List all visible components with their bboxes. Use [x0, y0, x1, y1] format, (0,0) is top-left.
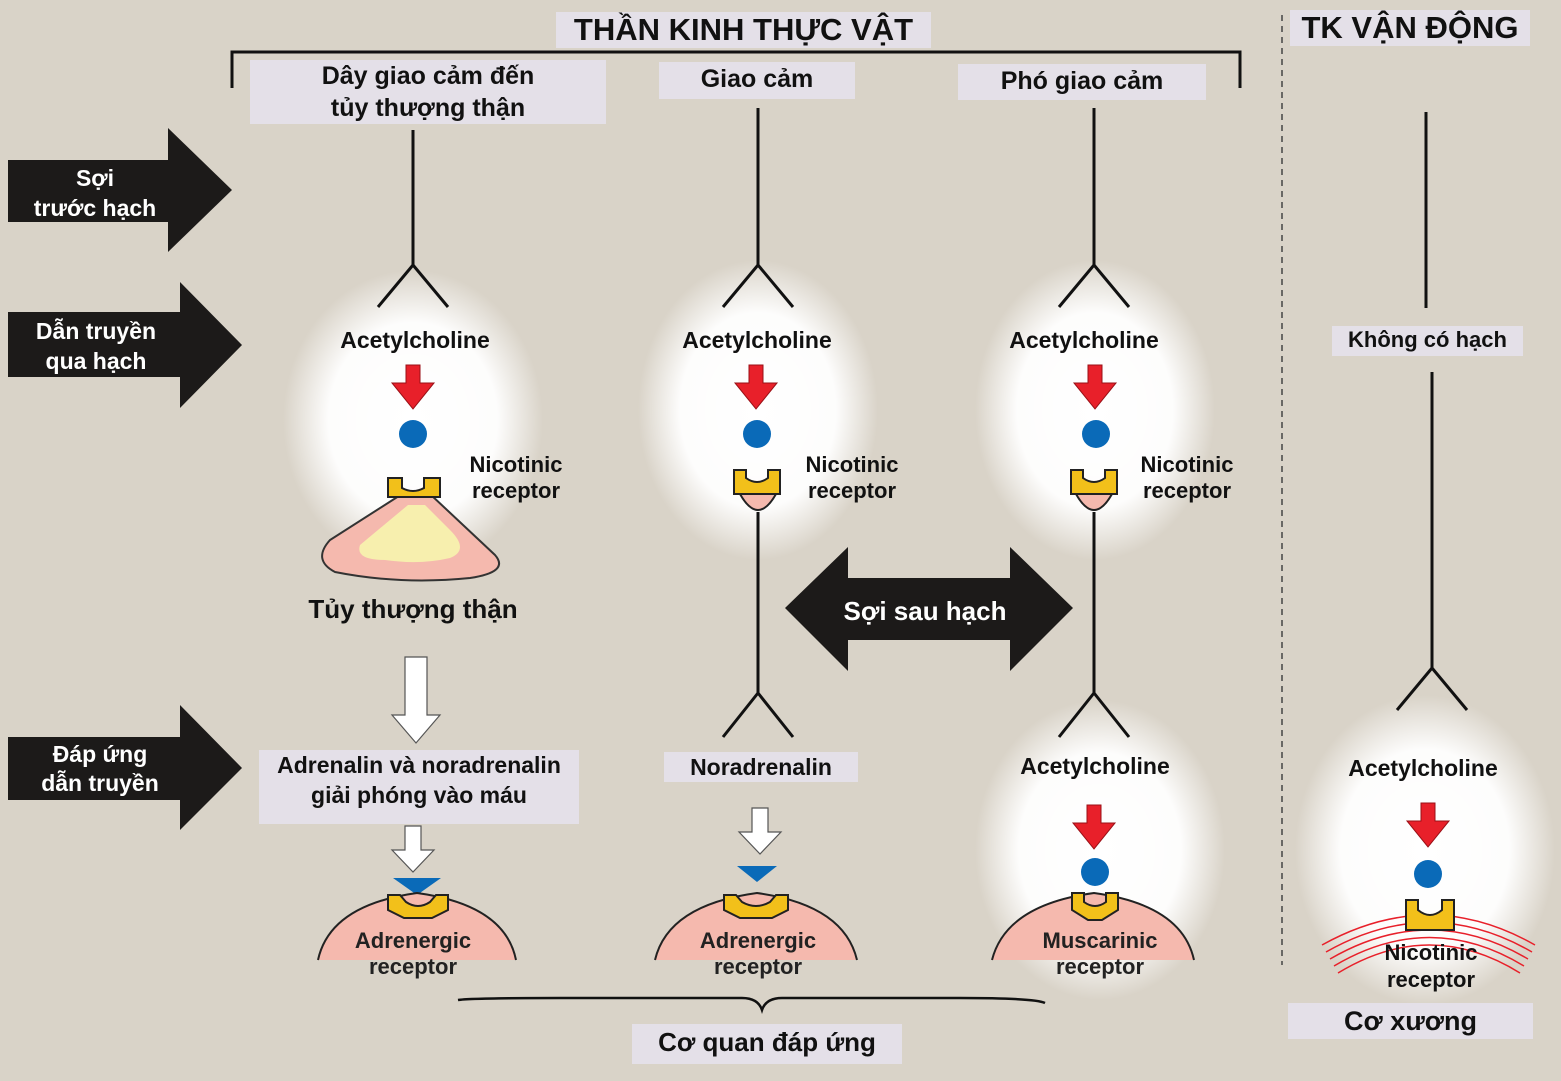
effector-tissue-muscarinic [991, 891, 1195, 961]
arrow-effector [8, 705, 242, 830]
effector-brace [457, 996, 1046, 1014]
row-label-postganglionic: Sợi sau hạch [843, 596, 1007, 626]
row-label-preganglionic: Sợi trước hạch [33, 165, 157, 221]
label-acetylcholine-effector: Acetylcholine [1020, 753, 1170, 779]
label-acetylcholine-sympathetic: Acetylcholine [682, 327, 832, 353]
label-acetylcholine-adrenal: Acetylcholine [340, 327, 490, 353]
label-no-ganglion: Không có hạch [1332, 326, 1523, 356]
arrow-preganglionic [8, 128, 232, 252]
label-skeletal-muscle: Cơ xương [1288, 1003, 1533, 1039]
label-adrenal-medulla: Tủy thượng thận [308, 594, 518, 624]
motor-title: TK VẬN ĐỘNG [1290, 10, 1530, 46]
label-nicotinic-sympathetic: Nicotinic receptor [805, 452, 899, 503]
glow-parasympathetic [975, 260, 1215, 560]
arrow-ganglionic [8, 282, 242, 408]
neuron-sympathetic [721, 108, 795, 738]
row-arrows [8, 128, 1073, 830]
autonomic-bracket [230, 50, 1242, 88]
neuron-adrenal [376, 130, 450, 308]
label-nicotinic-motor: Nicotinic receptor [1384, 940, 1478, 992]
column-sympathetic-title: Giao cảm [659, 62, 855, 99]
nicotinic-receptor-motor [1405, 899, 1455, 931]
row-label-effector: Đáp ứng dẫn truyền [41, 741, 159, 796]
label-adrenergic-2: Adrenergic receptor [699, 928, 817, 979]
label-nicotinic-adrenal: Nicotinic receptor [469, 452, 563, 503]
label-muscarinic: Muscarinic receptor [1042, 928, 1158, 979]
effector-tissue-adrenergic-2 [654, 891, 858, 961]
neuron-motor [1395, 112, 1469, 711]
catecholamine-molecules [393, 866, 777, 895]
label-nicotinic-parasympathetic: Nicotinic receptor [1140, 452, 1234, 503]
glow-sympathetic [638, 260, 878, 560]
autonomic-title: THẦN KINH THỰC VẬT [556, 12, 931, 48]
label-noradrenalin: Noradrenalin [664, 752, 858, 782]
label-acetylcholine-motor: Acetylcholine [1348, 755, 1498, 781]
adrenal-medulla-gland [321, 477, 501, 582]
column-adrenal-title: Dây giao cảm đến tủy thượng thận [250, 60, 606, 124]
arrow-postganglionic [785, 547, 1073, 671]
acetylcholine-molecules [399, 420, 1442, 888]
nicotinic-receptor-sympathetic [733, 469, 781, 511]
neuron-parasympathetic [1057, 108, 1131, 738]
nicotinic-receptor-parasympathetic [1070, 469, 1118, 511]
column-parasympathetic-title: Phó giao cảm [958, 64, 1206, 100]
label-effector-organs: Cơ quan đáp ứng [632, 1024, 902, 1064]
row-label-ganglionic: Dẫn truyền qua hạch [35, 318, 157, 374]
label-adrenal-release: Adrenalin và noradrenalin giải phóng vào… [259, 750, 579, 824]
label-adrenergic-1: Adrenergic receptor [354, 928, 472, 979]
label-acetylcholine-parasympathetic: Acetylcholine [1009, 327, 1159, 353]
effector-tissue-adrenergic-1 [317, 891, 517, 961]
